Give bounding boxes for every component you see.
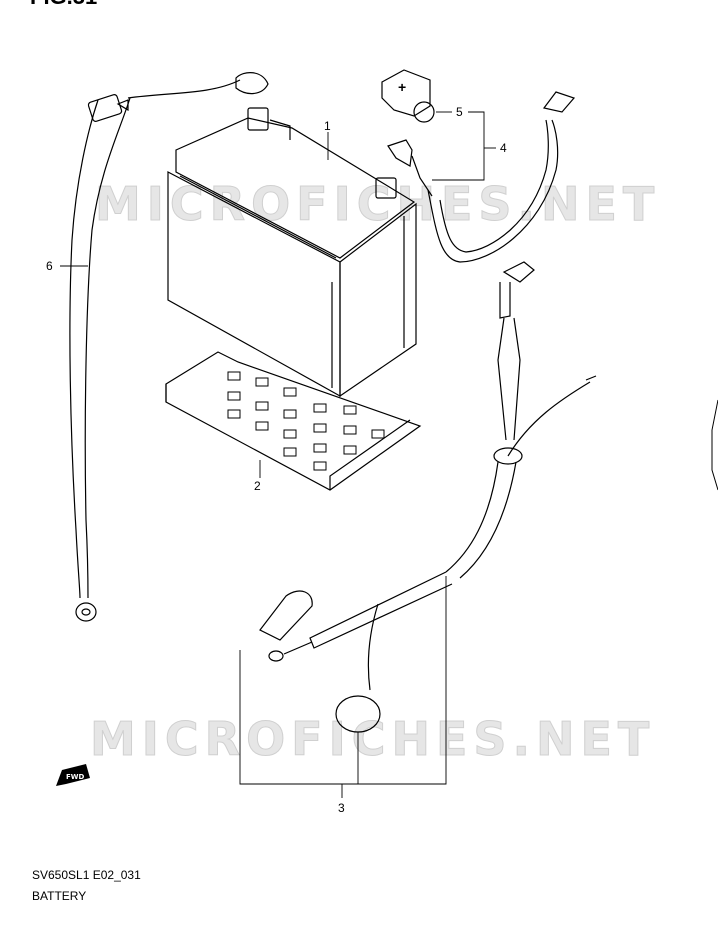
plus-sign: +	[398, 79, 406, 95]
callout-2: 2	[254, 479, 261, 493]
footer-code: SV650SL1 E02_031	[32, 868, 141, 882]
watermark-bottom: MICROFICHES.NET	[90, 712, 655, 766]
watermark-top: MICROFICHES.NET	[95, 177, 660, 231]
fwd-arrow-icon: FWD	[56, 764, 90, 786]
callout-4: 4	[500, 141, 507, 155]
callout-6: 6	[46, 259, 53, 273]
page-edge-fragment	[711, 399, 718, 491]
callout-5: 5	[456, 105, 463, 119]
part-2-tray	[165, 351, 422, 491]
callout-1: 1	[324, 119, 331, 133]
callout-3: 3	[338, 801, 345, 815]
part-4-positive-cable	[387, 91, 576, 263]
part-3-ground-cable	[259, 261, 597, 733]
fwd-label: FWD	[66, 773, 85, 781]
footer-name: BATTERY	[32, 889, 87, 903]
part-6-harness	[69, 72, 269, 622]
leader-lines	[60, 111, 496, 798]
part-1-battery	[167, 107, 417, 398]
figure-title: FIG.31	[30, 0, 97, 9]
part-5-terminal-cover: +	[381, 69, 435, 123]
